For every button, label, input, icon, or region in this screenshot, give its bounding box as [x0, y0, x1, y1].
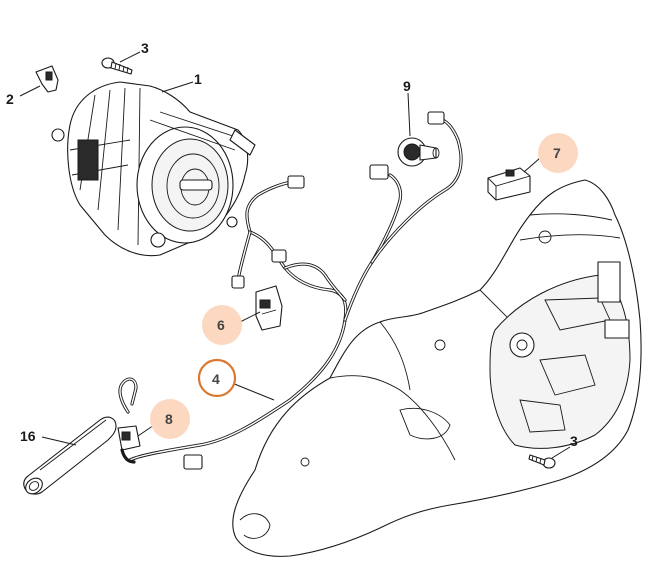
callout-1: 1	[194, 71, 202, 87]
housing-part	[232, 179, 642, 557]
wiring-harness-part	[128, 111, 463, 470]
handle-sleeve-part	[23, 416, 117, 495]
highlight-6	[202, 305, 242, 345]
leader-16	[41, 436, 77, 446]
leader-1	[161, 81, 194, 93]
highlight-7	[538, 133, 578, 173]
leader-7	[523, 157, 541, 173]
bracket-part	[35, 65, 59, 93]
leader-4	[231, 382, 275, 401]
sensor-part	[397, 137, 440, 167]
leader-9	[407, 92, 411, 137]
switch-part	[255, 285, 283, 331]
switch-lower-part	[117, 377, 141, 464]
leader-3-top	[119, 51, 141, 63]
callout-2: 2	[6, 91, 14, 107]
callout-4: 4	[212, 371, 220, 387]
motor-part	[51, 81, 256, 257]
callout-3-bottom: 3	[570, 433, 578, 449]
callout-7: 7	[553, 145, 561, 161]
screw-top-part	[101, 57, 133, 75]
callout-6: 6	[217, 317, 225, 333]
leader-lines	[19, 51, 571, 459]
screw-bottom-part	[528, 454, 556, 469]
contact-part	[487, 167, 531, 201]
highlight-8	[150, 399, 190, 439]
callout-9: 9	[403, 78, 411, 94]
highlight-4-ring	[197, 358, 237, 398]
callout-16: 16	[20, 428, 36, 444]
leader-2	[19, 85, 41, 97]
callout-3-top: 3	[141, 40, 149, 56]
callout-8: 8	[165, 411, 173, 427]
leader-3-bottom	[551, 446, 571, 459]
